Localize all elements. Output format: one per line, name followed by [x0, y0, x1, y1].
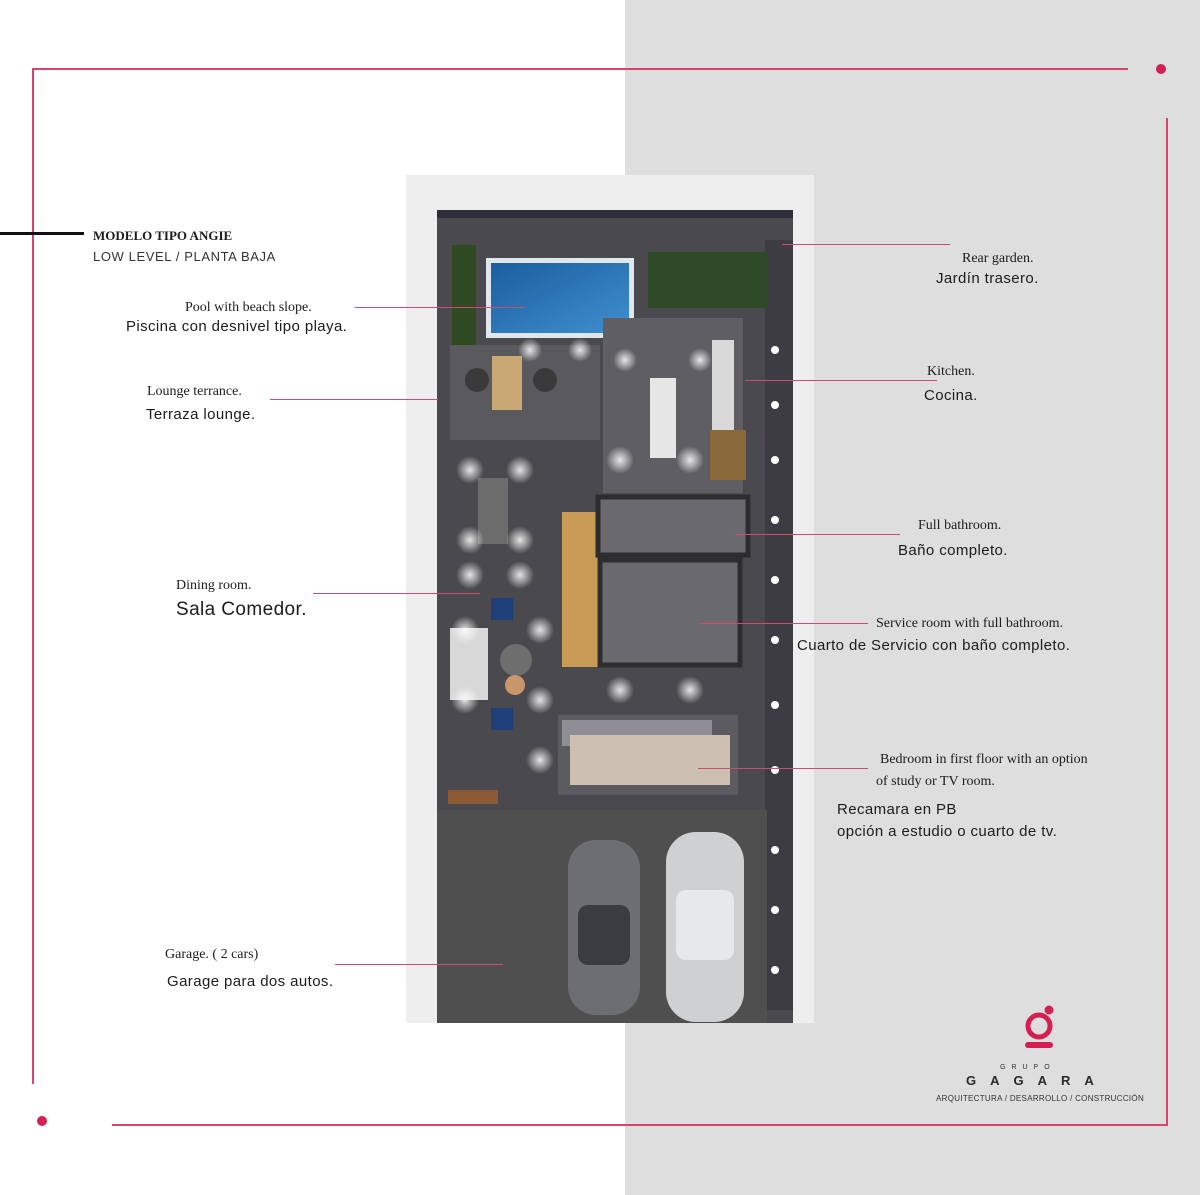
- terrace-table: [492, 356, 522, 410]
- leader-dining: [313, 593, 480, 594]
- garage-label-en: Garage. ( 2 cars): [165, 947, 259, 962]
- ceiling-lights: [451, 338, 712, 774]
- frame-dot-top-right: [1156, 64, 1166, 74]
- dining-label-en: Dining room.: [176, 578, 252, 593]
- rear-garden-label-en: Rear garden.: [962, 251, 1034, 266]
- kitchen-wood: [710, 430, 746, 480]
- leader-bedroom: [698, 768, 868, 769]
- leader-pool: [355, 307, 525, 308]
- leader-lounge: [270, 399, 438, 400]
- bench-wood: [448, 790, 498, 804]
- terrace-chair-left: [465, 368, 489, 392]
- service-label-en: Service room with full bathroom.: [876, 616, 1064, 631]
- frame-bottom-line: [112, 1124, 1168, 1126]
- frame-left-line: [32, 68, 34, 1084]
- leader-bathroom: [735, 534, 900, 535]
- lounge-label-es: Terraza lounge.: [146, 406, 256, 423]
- title-bar: [0, 232, 84, 235]
- service-room: [597, 557, 743, 668]
- plan-top-wall: [437, 210, 793, 218]
- service-label-es: Cuarto de Servicio con baño completo.: [797, 637, 1071, 654]
- garden-left: [452, 245, 476, 345]
- armchair-blue-1: [491, 598, 513, 620]
- logo-grupo: GRUPO: [1000, 1064, 1056, 1071]
- kitchen-label-es: Cocina.: [924, 387, 978, 404]
- level-subtitle: LOW LEVEL / PLANTA BAJA: [93, 249, 276, 264]
- kitchen-label-en: Kitchen.: [927, 364, 975, 379]
- bathroom: [595, 494, 751, 558]
- leader-kitchen: [745, 380, 937, 381]
- bedroom-label-en-1: Bedroom in first floor with an option: [880, 752, 1088, 767]
- bedroom-label-es-2: opción a estudio o cuarto de tv.: [837, 823, 1058, 840]
- kitchen-island: [650, 378, 676, 458]
- armchair-blue-2: [491, 708, 513, 730]
- kitchen-counter: [712, 340, 734, 440]
- stairs: [562, 512, 600, 667]
- bathroom-label-en: Full bathroom.: [918, 518, 1002, 533]
- terrace-chair-right: [533, 368, 557, 392]
- coffee-table: [500, 644, 532, 676]
- garage-label-es: Garage para dos autos.: [167, 973, 334, 990]
- side-table: [505, 675, 525, 695]
- dining-label-es: Sala Comedor.: [176, 599, 307, 620]
- bathroom-label-es: Baño completo.: [898, 542, 1008, 559]
- frame-dot-bottom-left: [37, 1116, 47, 1126]
- garden-right: [648, 252, 768, 308]
- car-1-roof: [578, 905, 630, 965]
- dining-table: [478, 478, 508, 544]
- pool-label-en: Pool with beach slope.: [185, 300, 312, 315]
- bedroom-sofa: [570, 735, 730, 785]
- logo-tagline: ARQUITECTURA / DESARROLLO / CONSTRUCCIÓN: [936, 1094, 1145, 1103]
- lounge-label-en: Lounge terrance.: [147, 384, 242, 399]
- logo-name: GAGARA: [966, 1073, 1108, 1088]
- leader-garage: [335, 964, 503, 965]
- frame-top-line: [32, 68, 1128, 70]
- leader-rear-garden: [782, 244, 950, 245]
- leader-service: [700, 623, 868, 624]
- frame-right-line: [1166, 118, 1168, 1125]
- gagara-logo-icon: [1025, 1005, 1054, 1048]
- model-title: MODELO TIPO ANGIE: [93, 228, 233, 243]
- plan-side-strip: [765, 240, 793, 1010]
- bedroom-label-es-1: Recamara en PB: [837, 801, 957, 818]
- bedroom-label-en-2: of study or TV room.: [876, 774, 995, 789]
- pool-label-es: Piscina con desnivel tipo playa.: [126, 318, 348, 335]
- car-2-roof: [676, 890, 734, 960]
- rear-garden-label-es: Jardín trasero.: [936, 270, 1039, 287]
